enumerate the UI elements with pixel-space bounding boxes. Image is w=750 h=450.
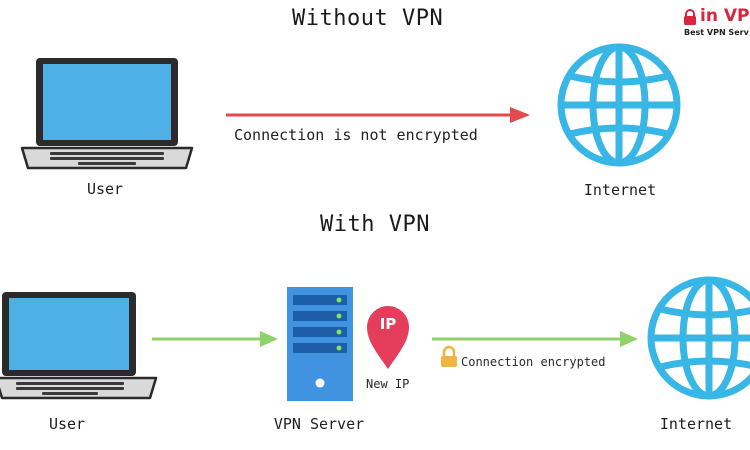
brand-logo: in VP Best VPN Serv: [683, 6, 750, 40]
user-label-top: User: [86, 180, 124, 198]
logo-tagline: Best VPN Serv: [684, 28, 749, 37]
encrypted-arrow-to-server: [152, 331, 278, 347]
encrypted-arrow-to-internet: [432, 331, 638, 347]
internet-label-bottom: Internet: [659, 415, 733, 433]
internet-label-top: Internet: [583, 181, 657, 199]
location-pin-icon: [367, 306, 409, 369]
padlock-icon: [441, 345, 457, 367]
laptop-icon: [20, 58, 194, 170]
vpn-server-label: VPN Server: [273, 415, 365, 433]
laptop-icon: [0, 292, 158, 400]
globe-icon: [557, 43, 681, 167]
unencrypted-arrow: [226, 107, 530, 123]
new-ip-label: New IP: [366, 377, 410, 391]
section-title-without-vpn: Without VPN: [292, 6, 444, 31]
connection-not-encrypted-label: Connection is not encrypted: [234, 126, 478, 144]
user-label-bottom: User: [48, 415, 86, 433]
logo-lock-icon: [684, 9, 696, 25]
globe-icon: [647, 276, 750, 400]
server-icon: [287, 287, 353, 401]
logo-text: in VP: [700, 6, 750, 26]
section-title-with-vpn: With VPN: [320, 212, 430, 237]
connection-encrypted-label: Connection encrypted: [461, 355, 606, 369]
ip-pin-text: IP: [379, 315, 397, 333]
